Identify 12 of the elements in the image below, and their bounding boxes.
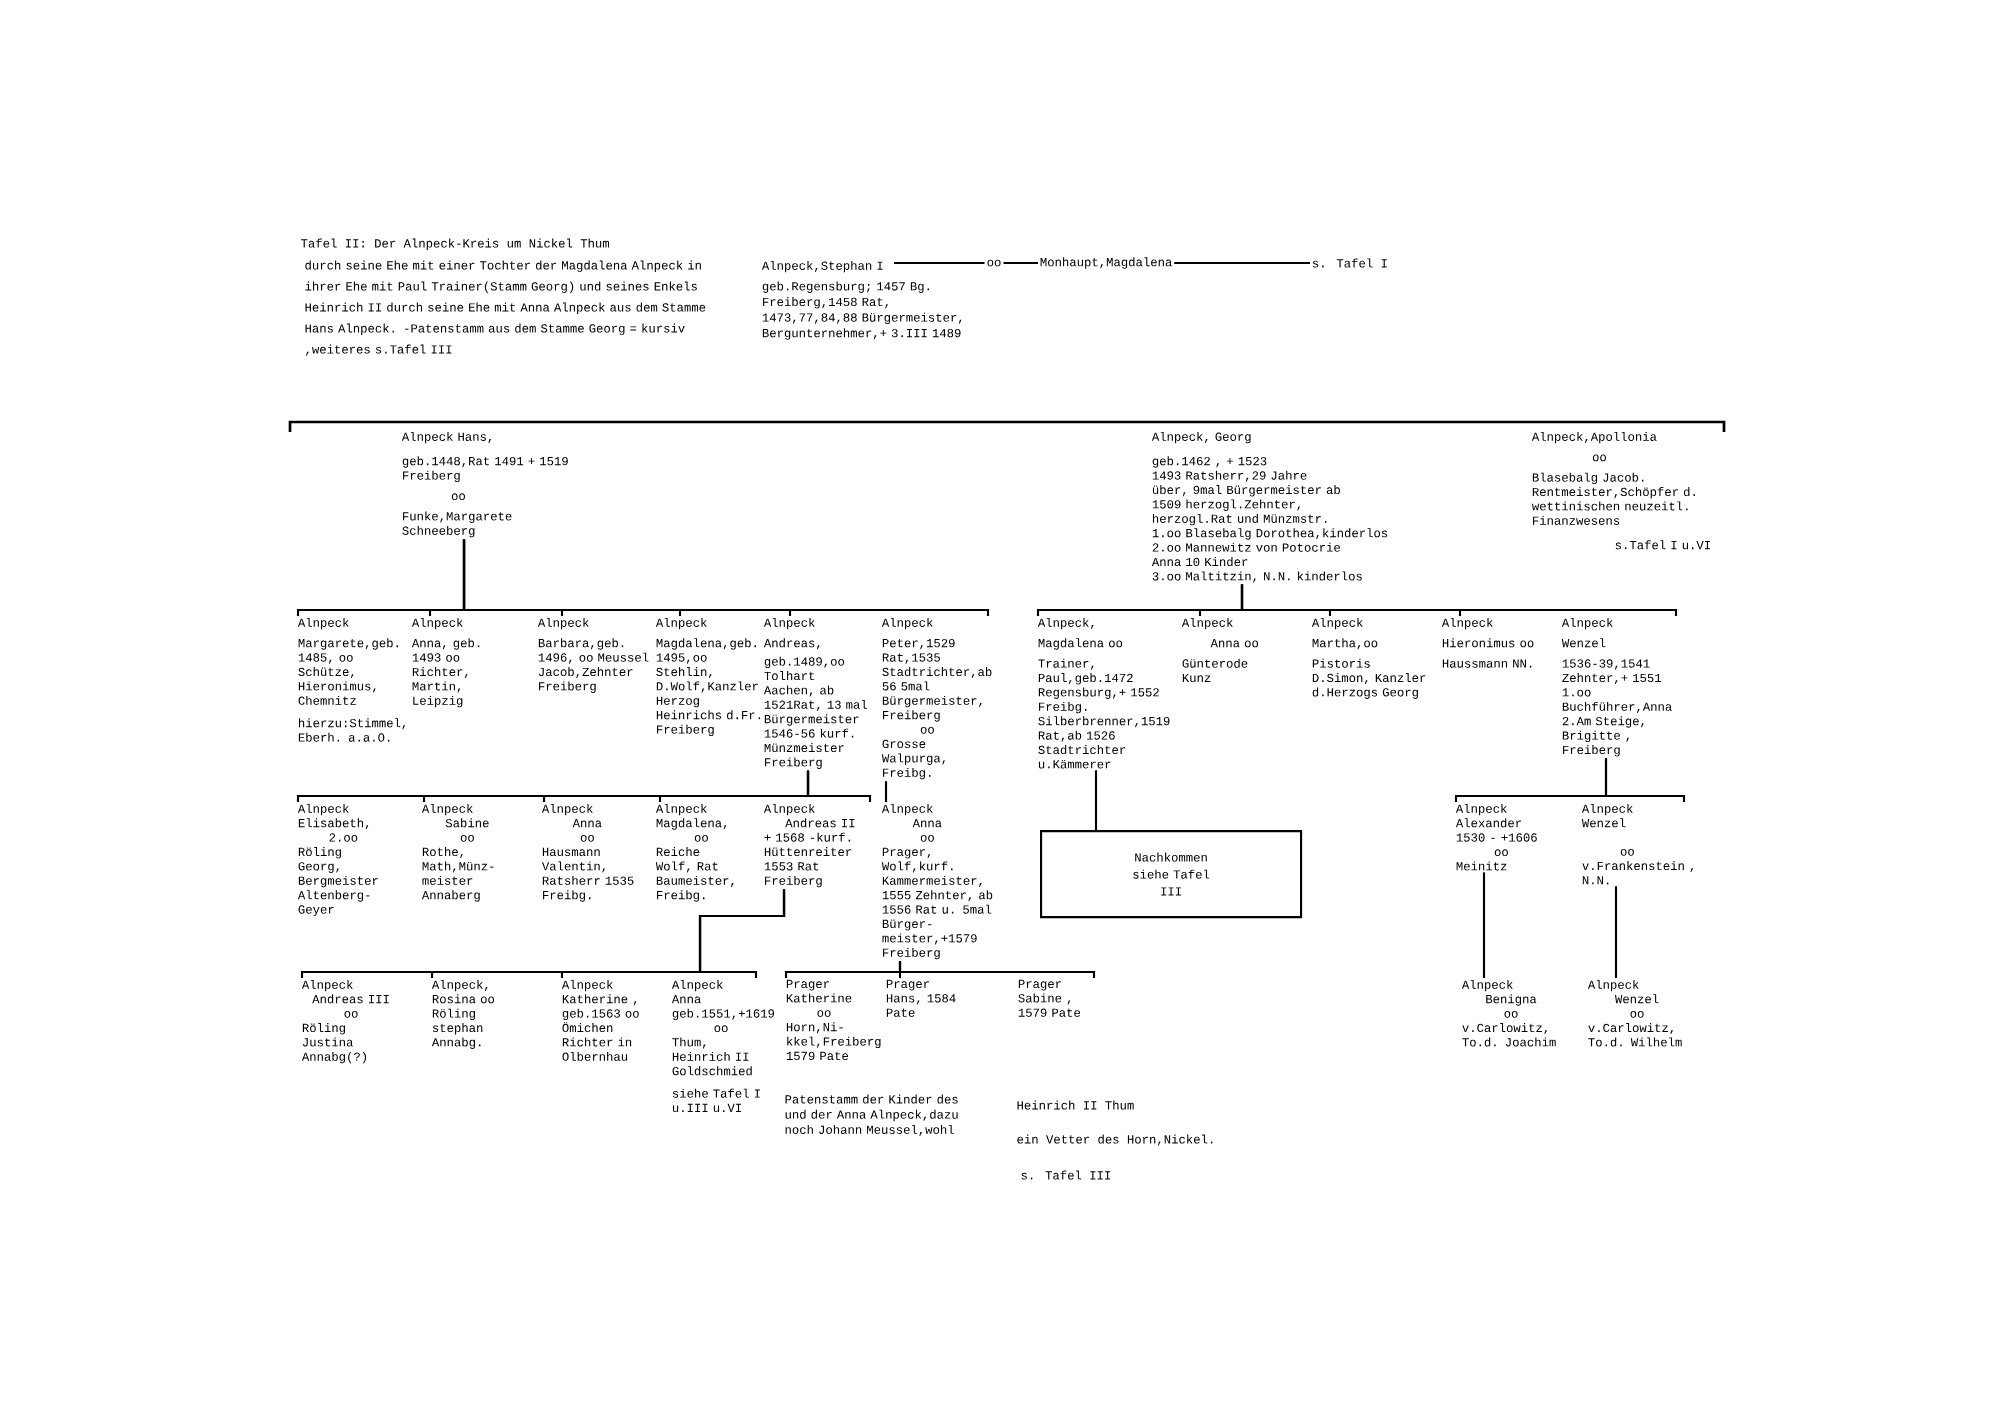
descent-line [1240,584,1678,616]
descent-line [898,961,1096,978]
descent-line [1094,770,1098,830]
descent-line [884,781,888,802]
descent-line [462,539,990,617]
descent-line [698,889,786,978]
descent-line [1604,758,1686,802]
marriage-line [894,261,1038,265]
descent-line [1482,872,1486,978]
descent-line [1614,886,1618,978]
descent-line [806,770,872,802]
connector-line [1174,261,1310,265]
